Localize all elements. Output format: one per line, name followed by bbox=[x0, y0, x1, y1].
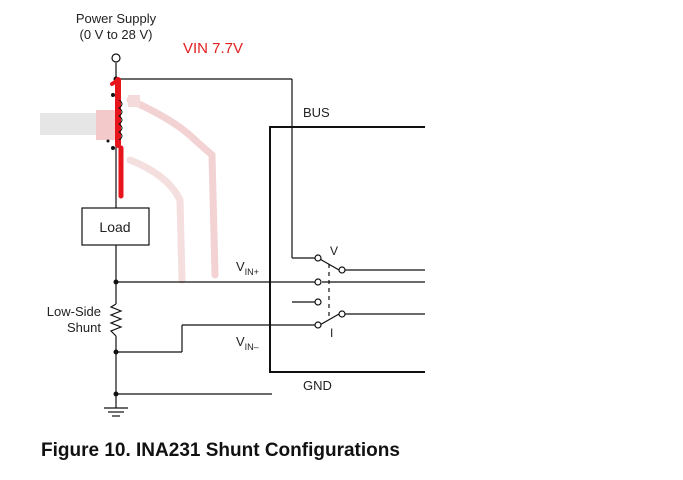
vin-minus-label: VIN– bbox=[236, 334, 259, 352]
switch-v-label: V bbox=[330, 244, 338, 258]
vin-minus-main: V bbox=[236, 334, 245, 349]
vin-plus-label: VIN+ bbox=[236, 259, 259, 277]
switch-terminal-2 bbox=[338, 266, 346, 274]
switch-terminal-1 bbox=[314, 254, 322, 262]
shunt-label: Shunt bbox=[67, 320, 101, 335]
power-supply-range-label: (0 V to 28 V) bbox=[80, 27, 153, 42]
faded-trace-upper bbox=[126, 96, 219, 279]
faded-smudge-right bbox=[128, 95, 140, 107]
load-label: Load bbox=[99, 219, 130, 235]
ground-symbol bbox=[104, 407, 128, 417]
inductor-coils bbox=[118, 99, 123, 141]
terminals bbox=[111, 53, 346, 329]
bus-label: BUS bbox=[303, 105, 330, 120]
power-supply-terminal bbox=[111, 53, 121, 63]
faded-trace-lower bbox=[126, 156, 186, 284]
switch-terminal-3 bbox=[314, 278, 322, 286]
vin-minus-subscript: IN– bbox=[245, 342, 259, 352]
faded-smudge-left bbox=[40, 113, 100, 135]
figure-caption: Figure 10. INA231 Shunt Configurations bbox=[41, 440, 400, 461]
vin-plus-subscript: IN+ bbox=[245, 267, 259, 277]
switch-terminal-5 bbox=[338, 310, 346, 318]
faded-marks bbox=[40, 95, 219, 284]
chip-outline bbox=[269, 126, 425, 373]
switch-i-label: I bbox=[330, 326, 333, 340]
vin-plus-main: V bbox=[236, 259, 245, 274]
junction-vin-plus bbox=[113, 279, 119, 285]
junction-vin-minus bbox=[113, 349, 119, 355]
annotation-dot-1 bbox=[111, 93, 115, 97]
faded-smudge-mid bbox=[96, 110, 118, 140]
switch-terminal-6 bbox=[314, 321, 322, 329]
shunt-resistor bbox=[109, 303, 123, 337]
red-annotation bbox=[110, 77, 124, 199]
vin-annotation-label: VIN 7.7V bbox=[183, 40, 243, 57]
junction-gnd bbox=[113, 391, 119, 397]
switch-terminal-4 bbox=[314, 298, 322, 306]
annotation-dot-2 bbox=[111, 146, 115, 150]
wiring bbox=[115, 63, 425, 408]
red-marker-hook bbox=[110, 78, 120, 86]
inductor-hint bbox=[118, 99, 123, 141]
low-side-label: Low-Side bbox=[47, 304, 101, 319]
annotation-dots bbox=[106, 93, 115, 150]
power-supply-label: Power Supply bbox=[76, 11, 157, 26]
switch-lower-blade bbox=[317, 313, 340, 327]
gnd-label: GND bbox=[303, 378, 332, 393]
annotation-dot-3 bbox=[106, 139, 110, 143]
load-box bbox=[81, 207, 150, 246]
